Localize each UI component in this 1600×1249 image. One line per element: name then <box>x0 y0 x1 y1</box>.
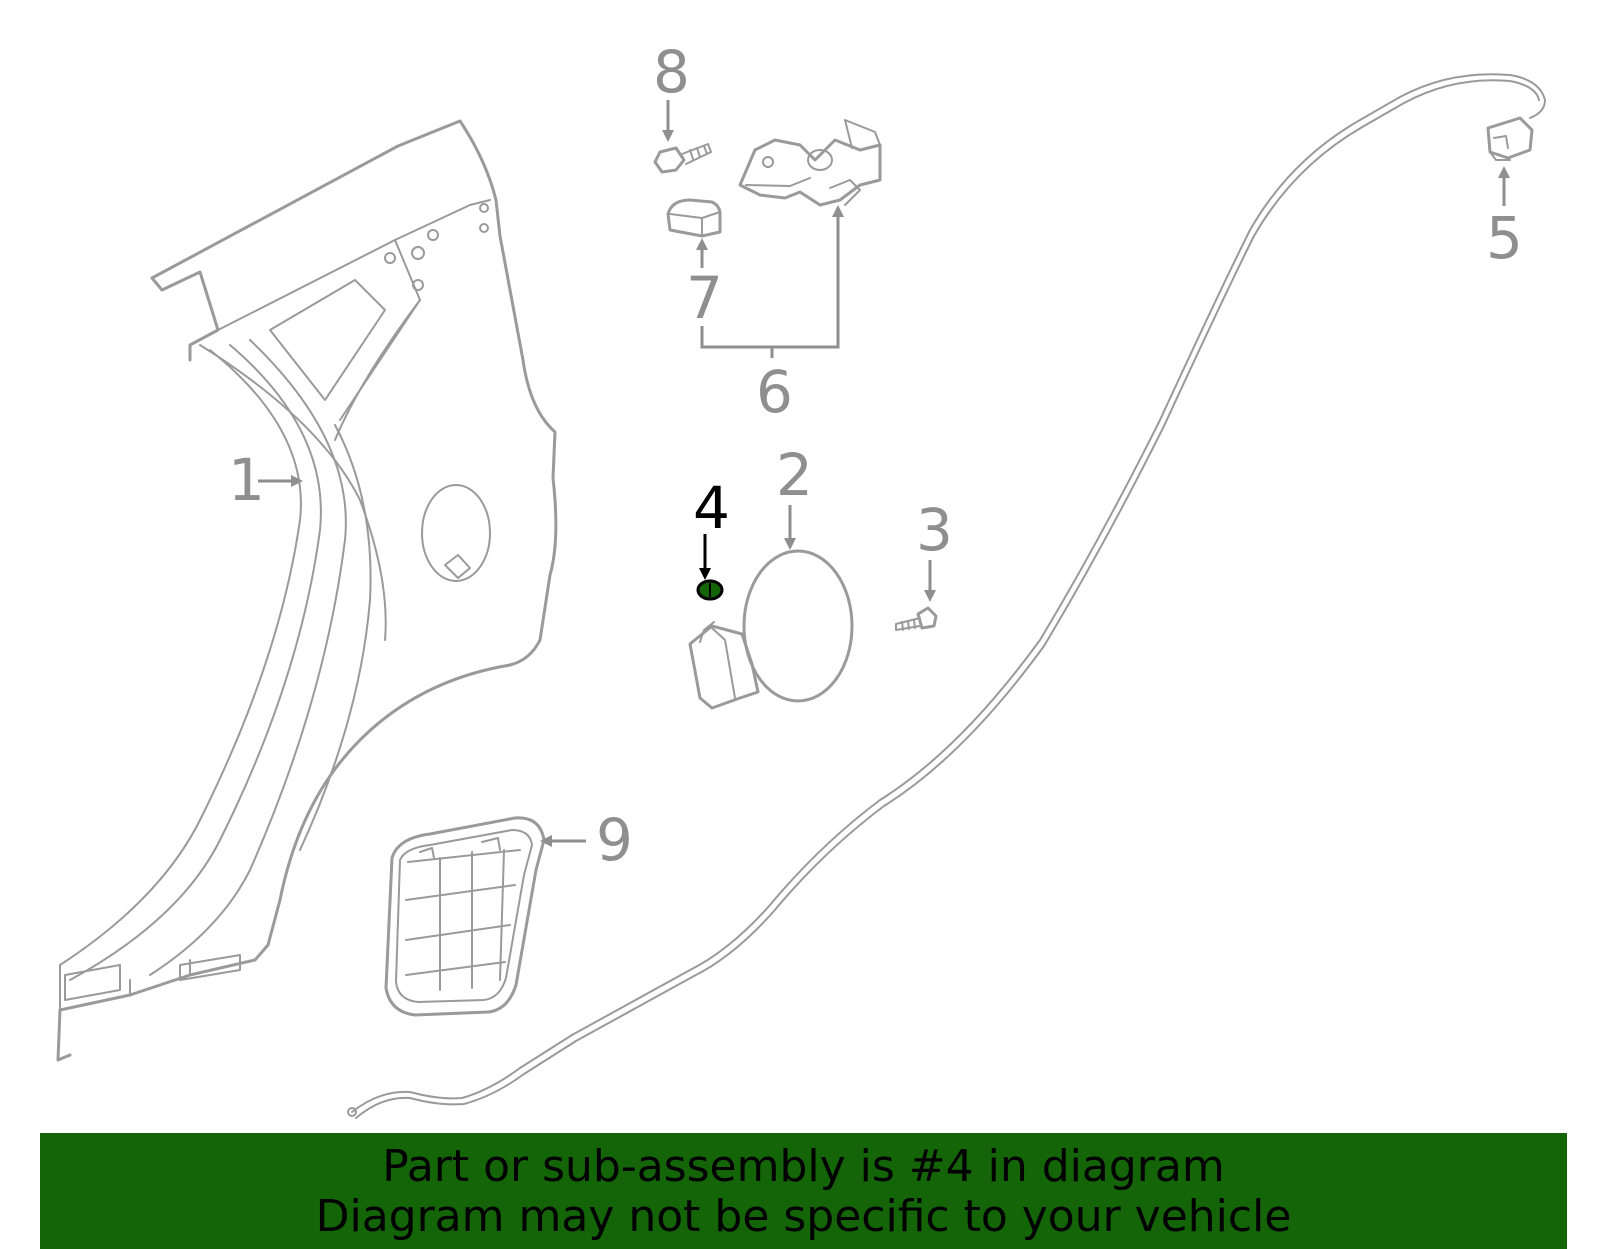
callout-8[interactable]: 8 <box>653 38 690 142</box>
callout-1[interactable]: 1 <box>228 446 303 514</box>
callout-3[interactable]: 3 <box>916 496 953 602</box>
vent-grille-part-9[interactable] <box>384 816 546 1017</box>
release-cable-part-5[interactable] <box>347 73 1546 1119</box>
callout-8-number: 8 <box>653 38 690 106</box>
callout-7[interactable]: 7 <box>686 238 723 332</box>
banner-line-2: Diagram may not be specific to your vehi… <box>315 1191 1292 1242</box>
callout-6[interactable]: 6 <box>700 205 844 426</box>
callout-2[interactable]: 2 <box>776 441 813 550</box>
callout-6-number: 6 <box>756 358 793 426</box>
callout-5-number: 5 <box>1486 204 1523 272</box>
callout-4[interactable]: 4 <box>693 474 730 580</box>
bumper-part-7[interactable] <box>666 198 722 238</box>
screw-part-3[interactable] <box>895 606 938 631</box>
callout-9[interactable]: 9 <box>540 806 633 874</box>
callout-6-bracket <box>700 215 840 349</box>
bolt-part-8[interactable] <box>653 143 712 174</box>
callout-9-number: 9 <box>596 806 633 874</box>
callout-2-number: 2 <box>776 441 813 509</box>
grommet-part-4[interactable] <box>696 579 724 601</box>
fuel-door-latch-part-6[interactable] <box>738 119 882 207</box>
callout-7-number: 7 <box>686 264 723 332</box>
banner-line-1: Part or sub-assembly is #4 in diagram <box>382 1141 1225 1192</box>
callout-5[interactable]: 5 <box>1486 166 1523 272</box>
info-banner: Part or sub-assembly is #4 in diagram Di… <box>40 1133 1567 1249</box>
quarter-panel-part[interactable] <box>56 119 558 1062</box>
callout-4-number: 4 <box>693 474 730 542</box>
callout-3-number: 3 <box>916 496 953 564</box>
fuel-door-part-2[interactable] <box>688 549 854 710</box>
